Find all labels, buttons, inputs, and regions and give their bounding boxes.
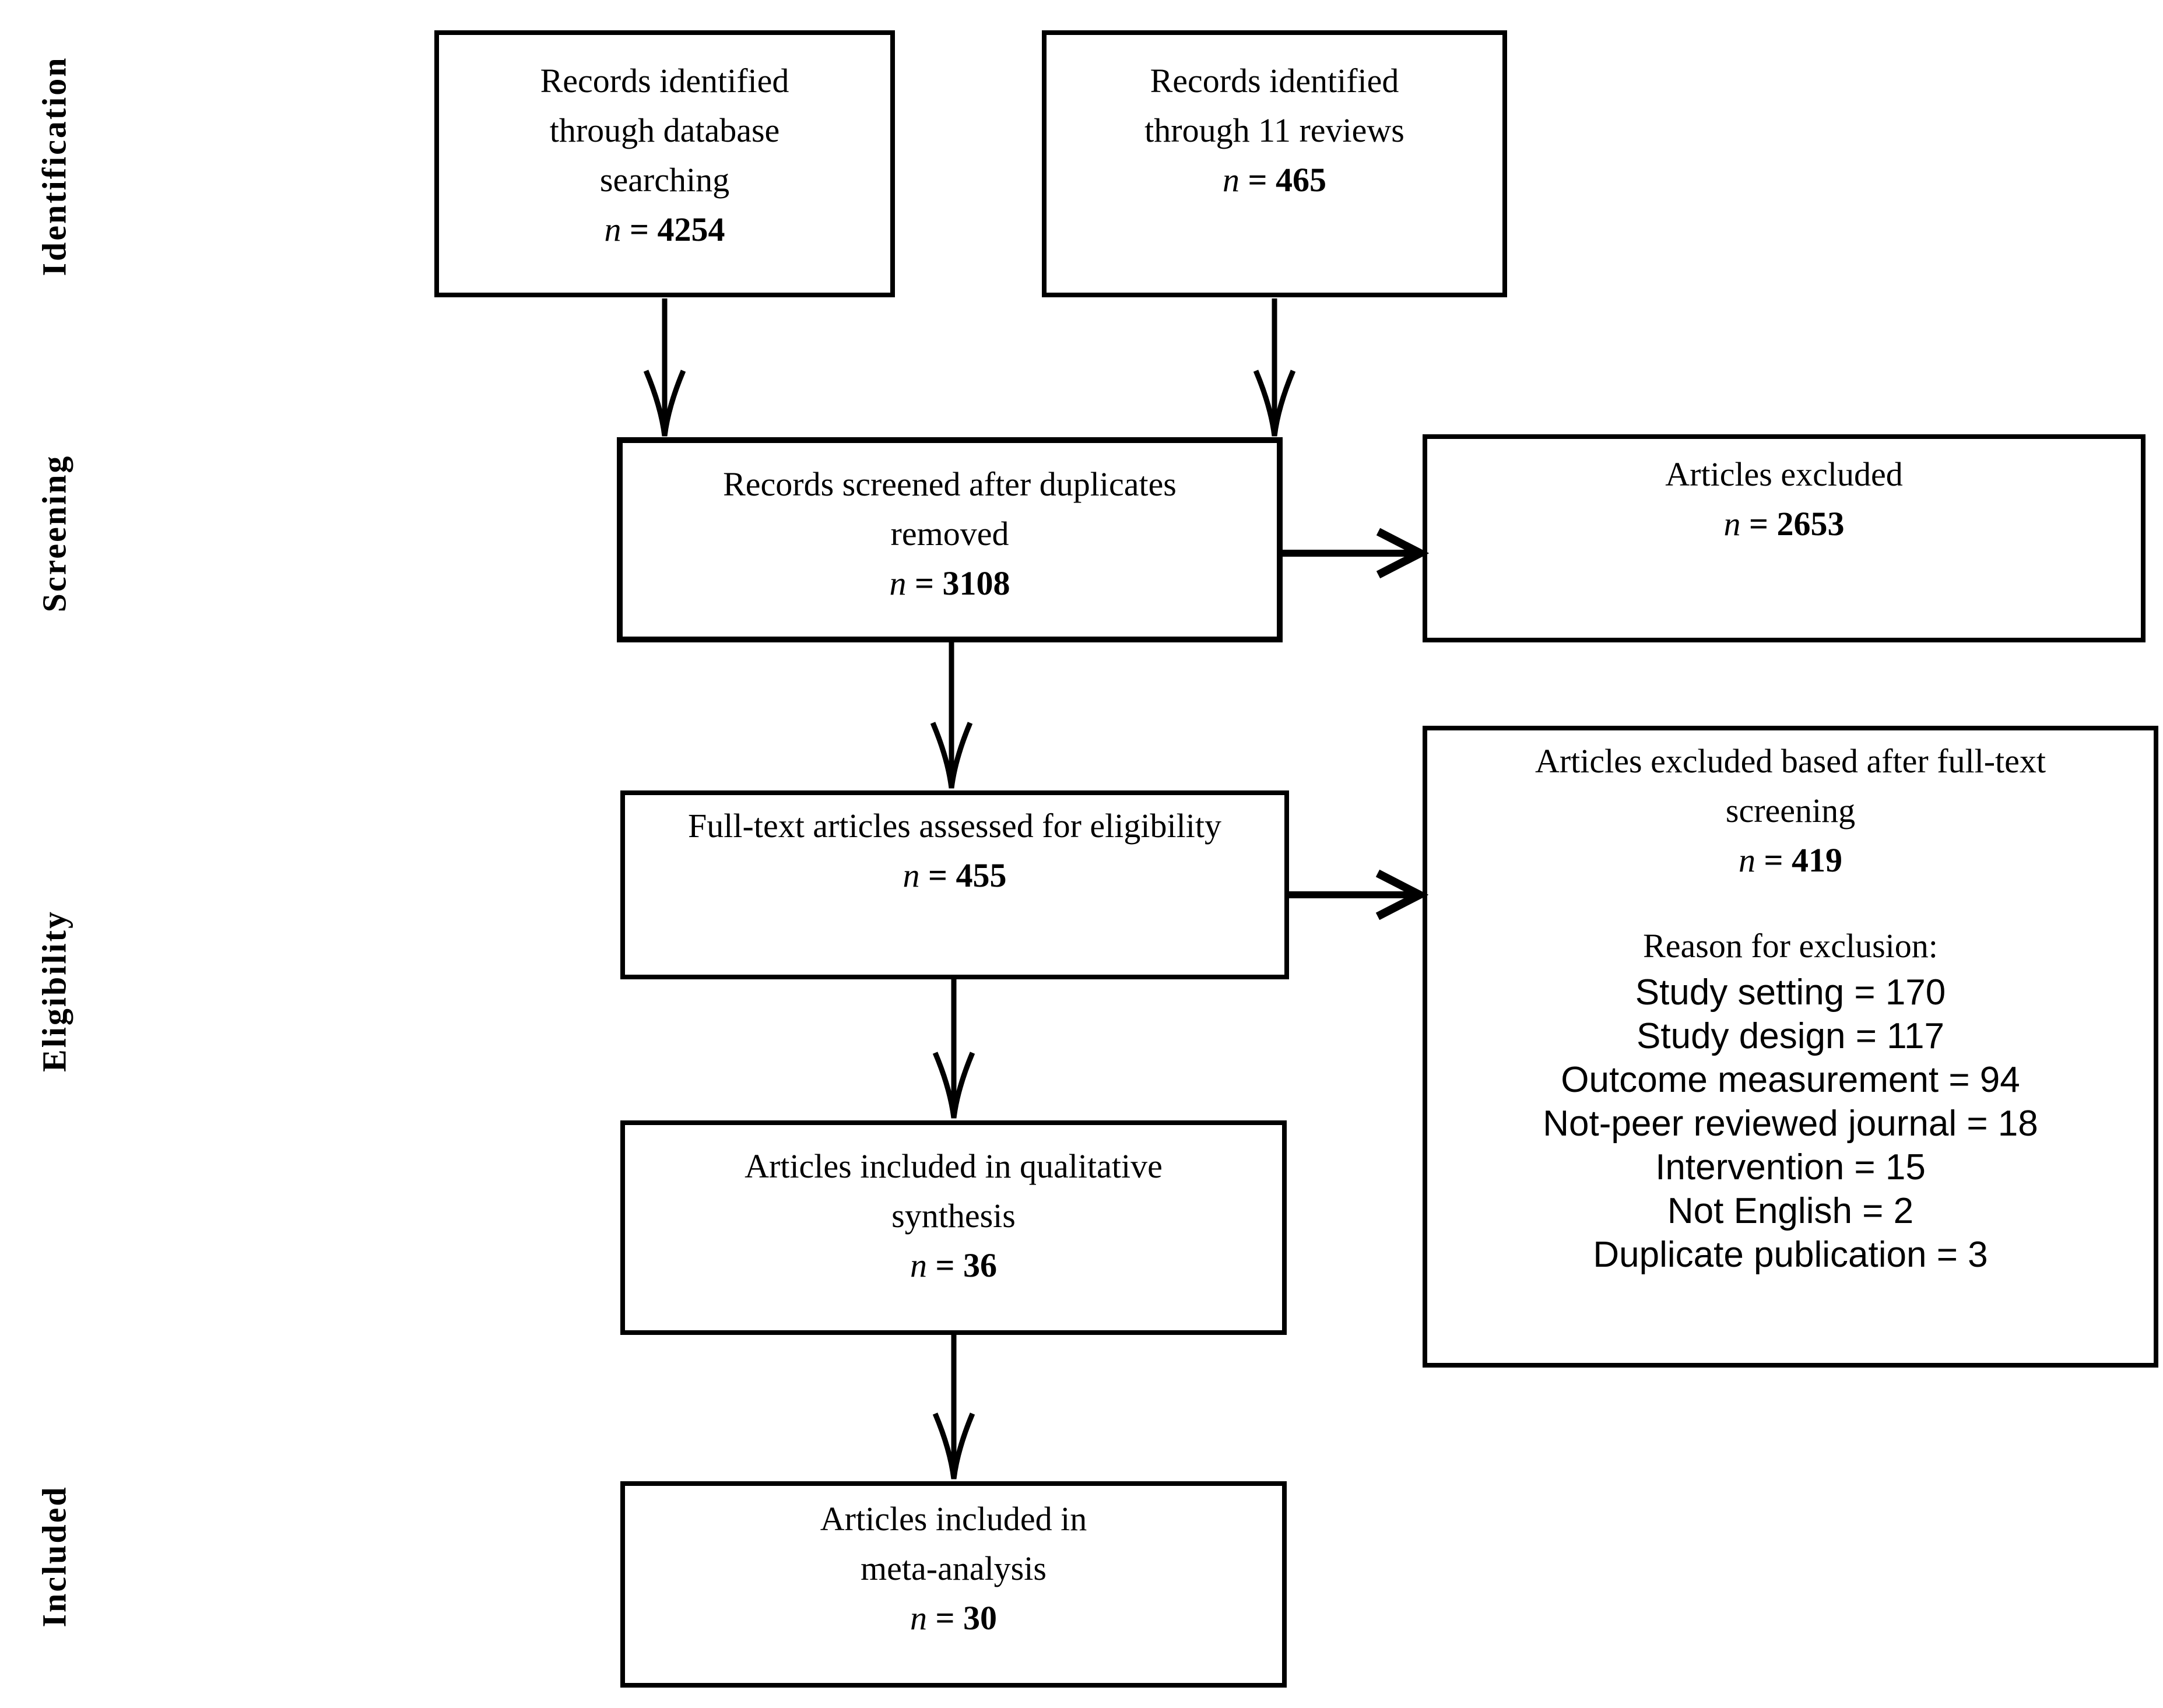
exclusion-reason-item: Duplicate publication = 3 <box>1593 1235 1988 1275</box>
box-text-line: Records screened after duplicates <box>723 465 1177 503</box>
arrow-down-icon <box>932 979 975 1119</box>
box-text-line: removed <box>890 515 1009 553</box>
box-records-reviews: Records identified through 11 reviews n … <box>1042 30 1507 297</box>
exclusion-reason-item: Study design = 117 <box>1637 1016 1944 1056</box>
n-symbol: n <box>604 210 621 248</box>
arrow-down-icon <box>643 298 686 437</box>
arrow-down-icon <box>1253 298 1296 437</box>
n-symbol: n <box>1723 505 1741 543</box>
exclusion-reason-item: Study setting = 170 <box>1635 972 1946 1013</box>
box-text-line: Articles included in qualitative <box>745 1147 1163 1185</box>
box-n-count: n = 3108 <box>623 558 1277 608</box>
box-n-count: n = 4254 <box>439 205 890 254</box>
n-symbol: n <box>1738 841 1755 879</box>
box-n-count: n = 419 <box>1427 835 2154 885</box>
box-text-line: Records identified <box>540 62 789 100</box>
box-n-count: n = 30 <box>625 1593 1282 1643</box>
box-text-line: Articles excluded based after full-text <box>1535 742 2046 780</box>
box-fulltext-assessed: Full-text articles assessed for eligibil… <box>620 790 1289 979</box>
box-text-line: synthesis <box>891 1197 1016 1235</box>
box-text-line: Full-text articles assessed for eligibil… <box>688 807 1221 845</box>
n-symbol: n <box>910 1599 927 1637</box>
n-value: = 2653 <box>1740 505 1845 543</box>
n-symbol: n <box>889 564 907 602</box>
box-n-count: n = 465 <box>1047 155 1502 205</box>
box-articles-excluded: Articles excluded n = 2653 <box>1423 434 2146 642</box>
exclusion-reason-item: Outcome measurement = 94 <box>1561 1060 2020 1100</box>
n-value: = 36 <box>926 1246 998 1284</box>
box-text-line: Records identified <box>1150 62 1399 100</box>
n-symbol: n <box>910 1246 927 1284</box>
arrow-right-icon <box>1289 869 1429 920</box>
n-value: = 419 <box>1755 841 1843 879</box>
box-text-line: Articles excluded <box>1665 455 1903 493</box>
box-text-line: through database <box>549 111 780 149</box>
box-fulltext-excluded: Articles excluded based after full-text … <box>1423 726 2158 1368</box>
arrow-right-icon <box>1283 528 1430 579</box>
exclusion-reason-item: Not English = 2 <box>1667 1191 1914 1231</box>
box-records-database-search: Records identified through database sear… <box>434 30 895 297</box>
box-records-screened: Records screened after duplicates remove… <box>617 437 1283 642</box>
box-n-count: n = 455 <box>625 851 1284 900</box>
box-text-line: through 11 reviews <box>1144 111 1404 149</box>
n-symbol: n <box>903 856 920 894</box>
box-text-line: searching <box>599 161 730 199</box>
box-n-count: n = 36 <box>625 1240 1282 1290</box>
box-qualitative-synthesis: Articles included in qualitative synthes… <box>620 1120 1287 1335</box>
box-text-line: Articles included in <box>820 1500 1087 1538</box>
n-value: = 455 <box>919 856 1007 894</box>
box-text-line: meta-analysis <box>861 1549 1047 1587</box>
arrow-down-icon <box>932 1335 975 1479</box>
box-text-line: screening <box>1725 792 1856 830</box>
n-symbol: n <box>1222 161 1239 199</box>
n-value: = 4254 <box>621 210 725 248</box>
exclusion-reason-item: Intervention = 15 <box>1655 1147 1926 1187</box>
n-value: = 3108 <box>906 564 1010 602</box>
box-n-count: n = 2653 <box>1427 499 2141 549</box>
reason-for-exclusion-heading: Reason for exclusion: <box>1643 927 1938 965</box>
n-value: = 465 <box>1239 161 1327 199</box>
box-meta-analysis: Articles included in meta-analysis n = 3… <box>620 1481 1287 1688</box>
exclusion-reason-item: Not-peer reviewed journal = 18 <box>1543 1103 2038 1144</box>
arrow-down-icon <box>930 642 973 789</box>
n-value: = 30 <box>926 1599 998 1637</box>
